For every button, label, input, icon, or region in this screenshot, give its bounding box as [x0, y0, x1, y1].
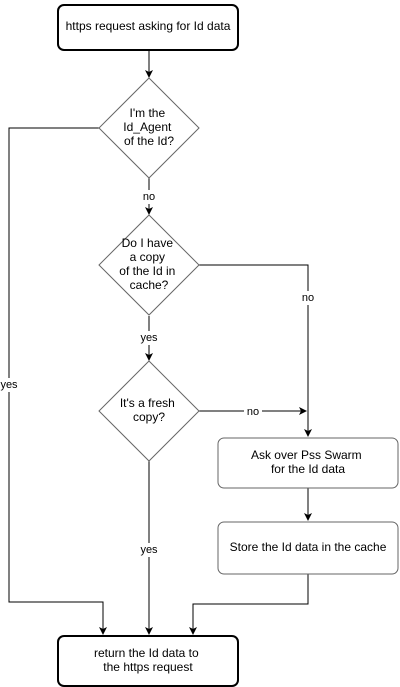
edge-agent-yes [8, 127, 107, 635]
node-start-label: https request asking for Id data [66, 19, 231, 33]
edge-store-to-return [189, 574, 309, 635]
decision-is-agent-label: I'm the Id_Agent of the Id? [123, 106, 174, 148]
node-return-label: return the Id data to the https request [94, 646, 202, 674]
decision-is-fresh: It's a fresh copy? [98, 360, 200, 462]
process-store-cache: Store the Id data in the cache [217, 521, 399, 575]
edge-label-fresh-no: no [247, 406, 259, 418]
node-start: https request asking for Id data [57, 4, 239, 51]
process-ask-swarm-label: Ask over Pss Swarm for the Id data [251, 448, 365, 476]
edge-label-agent-no: no [143, 191, 155, 203]
edge-copy-no [199, 264, 312, 437]
edge-label-agent-yes: yes [0, 379, 18, 391]
node-return: return the Id data to the https request [57, 635, 239, 687]
process-store-cache-label: Store the Id data in the cache [230, 540, 387, 554]
edge-label-copy-no: no [302, 292, 314, 304]
decision-has-copy-label: Do I have a copy of the Id in cache? [119, 236, 178, 292]
edge-labels: no yes no yes no yes [0, 190, 317, 557]
edge-label-fresh-yes: yes [140, 544, 158, 556]
decision-is-agent: I'm the Id_Agent of the Id? [98, 77, 200, 179]
edge-label-copy-yes: yes [140, 332, 158, 344]
decision-has-copy: Do I have a copy of the Id in cache? [98, 214, 200, 316]
process-ask-swarm: Ask over Pss Swarm for the Id data [217, 437, 399, 489]
decision-is-fresh-label: It's a fresh copy? [120, 396, 178, 424]
